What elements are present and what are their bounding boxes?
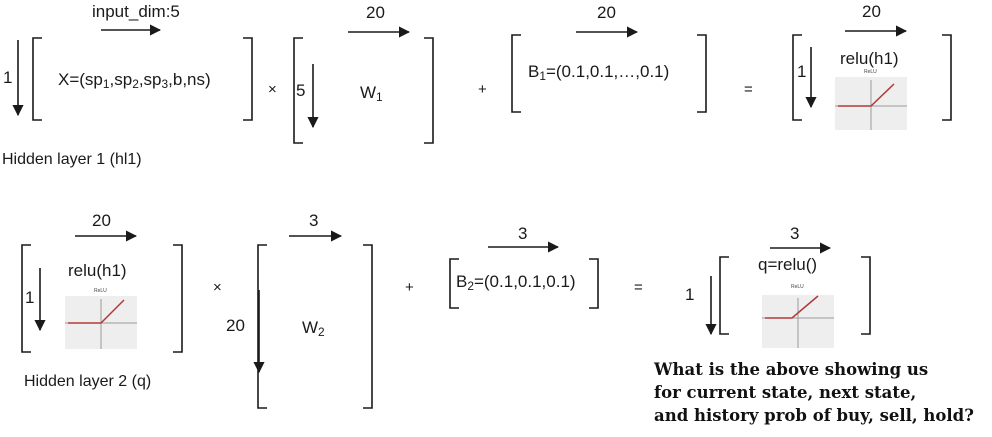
question-line-2: for current state, next state,	[654, 383, 917, 402]
out1-rows-label: 1	[797, 62, 807, 81]
multiply-sign-1: ×	[268, 81, 277, 98]
plus-sign-2: +	[405, 279, 414, 296]
w2-matrix-label: W2	[302, 318, 325, 339]
in2-cols-label: 20	[92, 211, 111, 230]
out2-cols-label: 3	[790, 224, 800, 243]
question-line-3: and history prob of buy, sell, hold?	[654, 406, 974, 425]
b1-vector-expression: B1=(0.1,0.1,…,0.1)	[528, 62, 670, 83]
out1-left-bracket	[792, 34, 802, 121]
w2-left-bracket	[257, 244, 267, 409]
w1-right-bracket	[424, 37, 434, 144]
hidden-layer-2-label: Hidden layer 2 (q)	[24, 373, 152, 390]
out1-cols-label: 20	[862, 2, 881, 21]
b2-cols-label: 3	[518, 224, 528, 243]
in2-left-bracket	[21, 244, 31, 353]
w1-left-bracket	[293, 37, 303, 144]
w2-cols-label: 3	[309, 211, 319, 230]
x-vector-expression: X=(sp1,sp2,sp3,b,ns)	[58, 70, 211, 91]
input-dim-label: input_dim:5	[92, 2, 180, 21]
out2-left-bracket	[719, 256, 729, 335]
b1-right-bracket	[697, 34, 707, 113]
x-rows-label: 1	[3, 68, 13, 87]
hidden-layer-1-label: Hidden layer 1 (hl1)	[2, 151, 142, 168]
question-text: What is the above showing us for current…	[654, 358, 990, 427]
b2-left-bracket	[449, 258, 459, 309]
in2-rows-label: 1	[25, 288, 35, 307]
relu-plot-3	[762, 295, 834, 348]
b2-right-bracket	[589, 258, 599, 309]
x-right-bracket	[243, 37, 253, 121]
w1-cols-label: 20	[366, 3, 385, 22]
x-left-bracket	[32, 37, 42, 121]
out2-right-bracket	[861, 256, 871, 335]
relu-plot-1	[835, 77, 907, 130]
multiply-sign-2: ×	[213, 279, 222, 296]
out1-right-bracket	[942, 34, 952, 121]
relu-plot-1-title: ReLU	[864, 69, 877, 75]
b2-vector-expression: B2=(0.1,0.1,0.1)	[456, 272, 576, 293]
w2-rows-label: 20	[226, 316, 245, 335]
b1-left-bracket	[511, 34, 521, 113]
relu-plot-3-title: ReLU	[791, 284, 804, 290]
equals-sign-1: =	[744, 81, 753, 98]
relu-plot-2	[65, 296, 137, 349]
question-line-1: What is the above showing us	[654, 360, 929, 379]
in2-relu-label: relu(h1)	[68, 261, 127, 280]
out2-rows-label: 1	[685, 285, 695, 304]
b1-cols-label: 20	[597, 3, 616, 22]
relu-plot-2-title: ReLU	[94, 288, 107, 294]
out1-relu-label: relu(h1)	[840, 49, 899, 68]
equals-sign-2: =	[634, 279, 643, 296]
w1-matrix-label: W1	[360, 83, 383, 104]
out2-relu-label: q=relu()	[758, 255, 818, 274]
w1-rows-label: 5	[296, 81, 306, 100]
plus-sign-1: +	[478, 81, 487, 98]
in2-right-bracket	[173, 244, 183, 353]
w2-right-bracket	[363, 244, 373, 409]
